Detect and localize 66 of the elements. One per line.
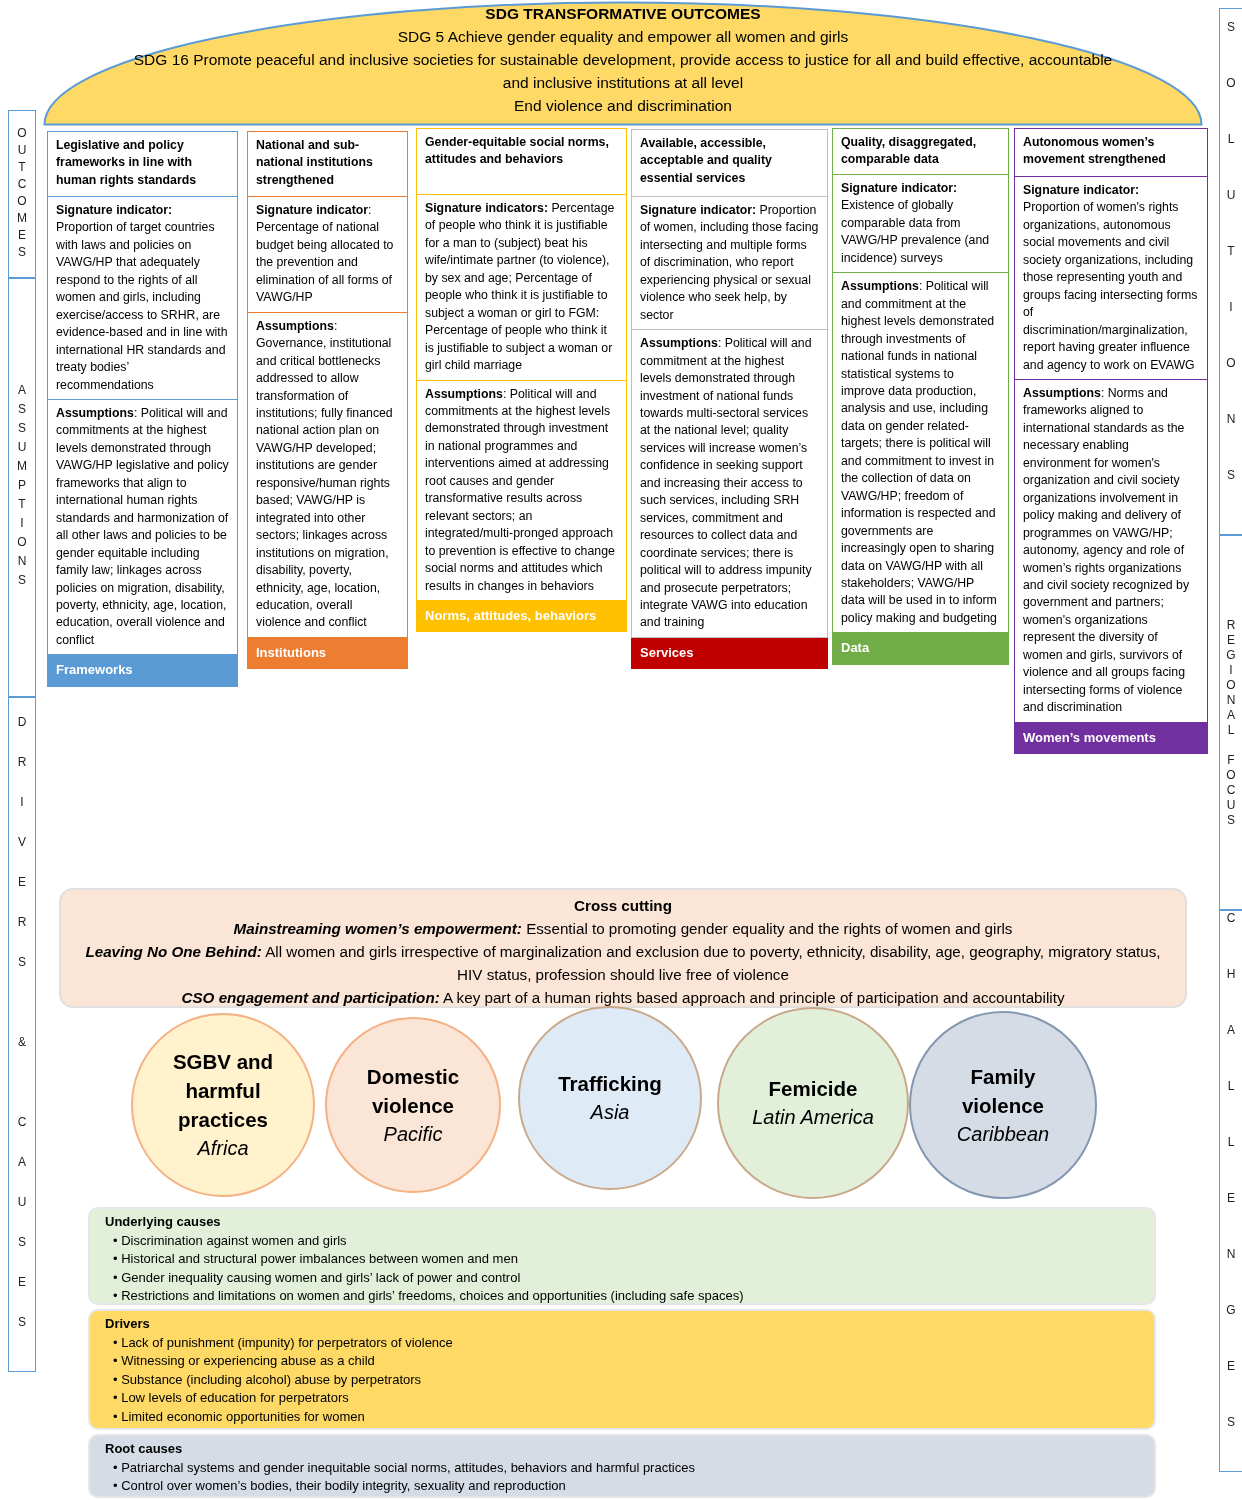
challenge-title: Trafficking [558,1071,662,1097]
bullet-item: • Control over women’s bodies, their bodily integrity, sexuality and reproduction [112,1477,567,1496]
panel-heading: Root causes [105,1440,184,1458]
panel-heading: Drivers [105,1315,151,1333]
side-band-label: OUTCOMES [8,110,36,278]
challenge-title: SGBV and harmful practices [171,1049,275,1133]
category-bar: Women’s movements [1014,722,1208,755]
region-name: Caribbean [956,1121,1050,1147]
side-band-label: DRIVERS & CAUSES [8,697,36,1372]
assumptions-text: Assumptions: Governance, institutional and critical bottlenecks addressed to allow transformation of institutions; fully financed national action plan on VAWG/HP developed; institutions are gender responsive/human rights based; VAWG/HP is integrated into other sectors; linkages across institutions on migration, disability, poverty, ethnicity, age, location, education, overall violence and conflict [247,312,408,638]
category-bar: Institutions [247,637,408,670]
indicator-text: Signature indicator: Percentage of national budget being allocated to the prevention and elimination of all forms of VAWG/HP [247,197,408,313]
indicator-text: Signature indicator: Proportion of women's rights organizations, autonomous social movements and civil society organizations, including those representing youth and groups facing intersecting forms of discrimination/marginalization, report having greater influence and agency to work on EVAWG [1014,177,1208,380]
category-bar: Frameworks [47,655,238,687]
indicator-text: Signature indicators: Percentage of people who think it is justifiable for a man to (subject) beat his wife/intimate partner (to violence), by sex and age; Percentage of people who think it is justifiable to subject a woman or girl to FGM: Percentage of people who think it is justifiable to subject a woman or girl child marriage [416,195,627,381]
outcome-heading: National and sub-national institutions strengthened [247,131,408,197]
goal-text: SDG 16 Promote peaceful and inclusive societies for sustainable development, provide access to justice for all and build effective, accountable and inclusive institutions at all level [133,50,1113,93]
outcome-heading: Legislative and policy frameworks in line with human rights standards [47,131,238,197]
outcome-heading: Quality, disaggregated, comparable data [832,128,1009,175]
cross-cutting-panel [59,888,1187,1008]
principle-text: Leaving No One Behind: All women and girls irrespective of marginalization and exclusion due to poverty, ethnicity, disability, age, geography, migratory status, HIV status, profession should live free of violence [84,942,1162,985]
principle-text: Mainstreaming women’s empowerment: Essential to promoting gender equality and the rights of women and girls [232,919,1014,939]
assumptions-text: Assumptions: Political will and commitment at the highest levels demonstrated through investment of national funds towards multi-sectoral services at the national level; quality services will increase women’s confidence in seeking support and increasing their access to such services, including SRH services, commitment and resources to collect data and coordinate services; there is political will to address impunity and prosecute perpetrators; integrate VAWG into education and training [631,330,828,638]
side-band-label: CHALLENGES [1219,910,1242,1472]
region-name: Africa [197,1136,249,1161]
bullet-item: • Lack of punishment (impunity) for perpetrators of violence [112,1333,454,1352]
bullet-item: • Witnessing or experiencing abuse as a child [112,1352,376,1371]
outcome-heading: Gender-equitable social norms, attitudes and behaviors [416,128,627,195]
bullet-item: • Discrimination against women and girls [112,1231,348,1250]
bullet-item: • Low levels of education for perpetrators [112,1389,350,1408]
region-name: Latin America [752,1105,874,1130]
goal-text: End violence and discrimination [513,96,733,116]
assumptions-text: Assumptions: Political will and commitment at the highest levels demonstrated through investments of national funds in national statistical systems to improve data production, analysis and use, including data on gender related-targets; there is political will and commitment to invest in the collection of data on VAWG/HP; freedom of information is respected and governments are increasingly open to sharing data on VAWG/HP with all stakeholders; VAWG/HP data will be used in to inform policy making and budgeting [832,273,1009,634]
side-band-label: ASSUMPTIONS [8,278,36,697]
indicator-text: Signature indicator: Existence of globally comparable data from VAWG/HP prevalence (and incidence) surveys [832,175,1009,274]
bullet-item: • Patriarchal systems and gender inequitable social norms, attitudes, behaviors and harmful practices [112,1458,696,1477]
cause-panel [88,1207,1156,1305]
assumptions-text: Assumptions: Norms and frameworks aligned to international standards as the necessary enabling environment for women's organization and civil society organizations involvement in policy making and delivery of programmes on VAWG/HP; autonomy, agency and role of women’s rights organizations and civil society recognized by government and partners; women's organizations represent the diversity of women and girls, survivors of violence and all groups facing intersecting forms of violence and discrimination [1014,380,1208,723]
dome-heading: SDG TRANSFORMATIVE OUTCOMES [484,4,762,24]
bullet-item: • Restrictions and limitations on women and girls’ freedoms, choices and opportunities (including safe spaces) [112,1287,745,1306]
goal-text: SDG 5 Achieve gender equality and empower all women and girls [396,27,850,47]
category-bar: Data [832,633,1009,665]
panel-heading: Underlying causes [105,1213,222,1231]
panel-heading: Cross cutting [573,896,673,916]
challenge-title: Family violence [960,1063,1045,1119]
bullet-item: • Limited economic opportunities for women [112,1407,366,1426]
side-band-label: SOLUTIONS [1219,8,1242,535]
bullet-item: • Historical and structural power imbalances between women and men [112,1250,519,1269]
indicator-text: Signature indicator: Proportion of target countries with laws and policies on VAWG/HP that adequately respond to the rights of all women and girls, including exercise/access to SRHR, are evidence-based and in line with international HR standards and treaty bodies’ recommendations [47,197,238,400]
indicator-text: Signature indicator: Proportion of women, including those facing intersecting and multiple forms of discrimination, who report experiencing physical or sexual violence who seek help, by sector [631,197,828,331]
bullet-item: • Gender inequality causing women and girls’ lack of power and control [112,1268,522,1287]
challenge-title: Domestic violence [365,1063,461,1119]
cause-panel [88,1434,1156,1498]
cause-panel [88,1309,1156,1430]
region-name: Asia [590,1100,630,1125]
bullet-item: • Substance (including alcohol) abuse by perpetrators [112,1370,423,1389]
outcome-heading: Available, accessible, acceptable and quality essential services [631,129,828,197]
principle-text: CSO engagement and participation: A key part of a human rights based approach and principle of participation and accountability [180,988,1066,1008]
assumptions-text: Assumptions: Political will and commitments at the highest levels demonstrated through investment in national programmes and interventions aimed at addressing root causes and gender transformative results across relevant sectors; an integrated/multi-pronged approach to prevention is effective to change social norms and attitudes which results in changes in behaviors [416,380,627,601]
category-bar: Services [631,637,828,670]
outcome-heading: Autonomous women’s movement strengthened [1014,128,1208,177]
assumptions-text: Assumptions: Political will and commitments at the highest levels demonstrated through VAWG/HP legislative and policy frameworks that align to international human rights standards and harmonization of all other laws and policies to be gender equitable including family law; linkages across policies on migration, disability, poverty, ethnicity, age, location, education, overall violence and conflict [47,400,238,656]
region-name: Pacific [383,1121,443,1147]
challenge-title: Femicide [768,1076,858,1102]
category-bar: Norms, attitudes, behaviors [416,600,627,633]
side-band-label: REGIONAL FOCUS [1219,535,1242,910]
